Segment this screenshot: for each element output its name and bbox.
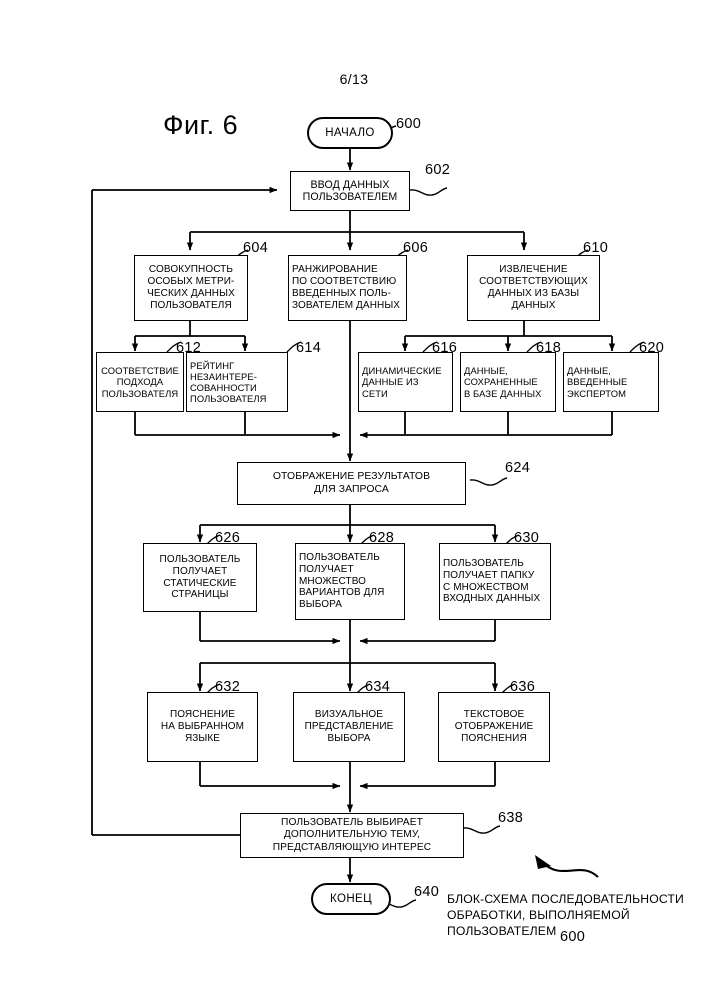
node-632-explanation-in-language[interactable]: ПОЯСНЕНИЕ НА ВЫБРАННОМ ЯЗЫКЕ <box>147 692 258 762</box>
node-610-label: ИЗВЛЕЧЕНИЕ СООТВЕТСТВУЮЩИХ ДАННЫХ ИЗ БАЗ… <box>479 264 588 311</box>
ref-634: 634 <box>365 679 391 695</box>
ref-618: 618 <box>536 340 562 356</box>
ref-624: 624 <box>505 460 531 476</box>
figure-caption-ref: 600 <box>560 929 586 945</box>
node-612-label: СООТВЕТСТВИЕ ПОДХОДА ПОЛЬЗОВАТЕЛЯ <box>101 365 179 399</box>
node-624-display-query-results[interactable]: ОТОБРАЖЕНИЕ РЕЗУЛЬТАТОВ ДЛЯ ЗАПРОСА <box>237 462 466 505</box>
ref-628: 628 <box>369 530 395 546</box>
node-610-database-retrieval[interactable]: ИЗВЛЕЧЕНИЕ СООТВЕТСТВУЮЩИХ ДАННЫХ ИЗ БАЗ… <box>467 255 600 321</box>
node-604-user-metrics-set[interactable]: СОВОКУПНОСТЬ ОСОБЫХ МЕТРИ- ЧЕСКИХ ДАННЫХ… <box>134 255 248 321</box>
node-602-user-data-input[interactable]: ВВОД ДАННЫХ ПОЛЬЗОВАТЕЛЕМ <box>290 171 410 211</box>
node-606-label: РАНЖИРОВАНИЕ ПО СООТВЕТСТВИЮ ВВЕДЕННЫХ П… <box>292 264 401 311</box>
ref-640: 640 <box>414 884 440 900</box>
node-628-label: ПОЛЬЗОВАТЕЛЬ ПОЛУЧАЕТ МНОЖЕСТВО ВАРИАНТО… <box>299 552 385 611</box>
node-602-label: ВВОД ДАННЫХ ПОЛЬЗОВАТЕЛЕМ <box>302 178 398 204</box>
node-636-text-explanation[interactable]: ТЕКСТОВОЕ ОТОБРАЖЕНИЕ ПОЯСНЕНИЯ <box>438 692 550 762</box>
node-614-label: РЕЙТИНГ НЕЗАИНТЕРЕ- СОВАННОСТИ ПОЛЬЗОВАТ… <box>190 359 267 405</box>
ref-638: 638 <box>498 810 524 826</box>
node-626-label: ПОЛЬЗОВАТЕЛЬ ПОЛУЧАЕТ СТАТИЧЕСКИЕ СТРАНИ… <box>159 553 241 601</box>
node-604-label: СОВОКУПНОСТЬ ОСОБЫХ МЕТРИ- ЧЕСКИХ ДАННЫХ… <box>147 264 235 311</box>
ref-616: 616 <box>432 340 458 356</box>
node-636-label: ТЕКСТОВОЕ ОТОБРАЖЕНИЕ ПОЯСНЕНИЯ <box>454 709 534 744</box>
node-620-label: ДАННЫЕ, ВВЕДЕННЫЕ ЭКСПЕРТОМ <box>567 365 628 399</box>
node-638-label: ПОЛЬЗОВАТЕЛЬ ВЫБИРАЕТ ДОПОЛНИТЕЛЬНУЮ ТЕМ… <box>272 817 432 853</box>
ref-626: 626 <box>215 530 241 546</box>
ref-614: 614 <box>296 340 322 356</box>
node-614-user-disinterest-rating[interactable]: РЕЙТИНГ НЕЗАИНТЕРЕ- СОВАННОСТИ ПОЛЬЗОВАТ… <box>186 352 288 412</box>
node-612-user-approach-match[interactable]: СООТВЕТСТВИЕ ПОДХОДА ПОЛЬЗОВАТЕЛЯ <box>96 352 184 412</box>
node-630-user-gets-folder[interactable]: ПОЛЬЗОВАТЕЛЬ ПОЛУЧАЕТ ПАПКУ С МНОЖЕСТВОМ… <box>439 543 551 620</box>
node-628-user-gets-options[interactable]: ПОЛЬЗОВАТЕЛЬ ПОЛУЧАЕТ МНОЖЕСТВО ВАРИАНТО… <box>295 543 405 620</box>
ref-636: 636 <box>510 679 536 695</box>
node-632-label: ПОЯСНЕНИЕ НА ВЫБРАННОМ ЯЗЫКЕ <box>160 709 245 744</box>
node-end-label: КОНЕЦ <box>330 893 372 905</box>
ref-604: 604 <box>243 240 269 256</box>
node-616-label: ДИНАМИЧЕСКИЕ ДАННЫЕ ИЗ СЕТИ <box>362 365 442 399</box>
page-number: 6/13 <box>339 71 369 87</box>
node-630-label: ПОЛЬЗОВАТЕЛЬ ПОЛУЧАЕТ ПАПКУ С МНОЖЕСТВОМ… <box>443 557 541 605</box>
node-634-visual-representation[interactable]: ВИЗУАЛЬНОЕ ПРЕДСТАВЛЕНИЕ ВЫБОРА <box>293 692 405 762</box>
node-620-expert-entered-data[interactable]: ДАННЫЕ, ВВЕДЕННЫЕ ЭКСПЕРТОМ <box>563 352 659 412</box>
node-638-user-selects-topic[interactable]: ПОЛЬЗОВАТЕЛЬ ВЫБИРАЕТ ДОПОЛНИТЕЛЬНУЮ ТЕМ… <box>240 813 464 858</box>
ref-630: 630 <box>514 530 540 546</box>
ref-606: 606 <box>403 240 429 256</box>
node-start-label: НАЧАЛО <box>325 127 375 139</box>
figure-caption: БЛОК-СХЕМА ПОСЛЕДОВАТЕЛЬНОСТИ ОБРАБОТКИ,… <box>447 892 684 939</box>
ref-620: 620 <box>639 340 665 356</box>
node-616-dynamic-network-data[interactable]: ДИНАМИЧЕСКИЕ ДАННЫЕ ИЗ СЕТИ <box>358 352 453 412</box>
node-634-label: ВИЗУАЛЬНОЕ ПРЕДСТАВЛЕНИЕ ВЫБОРА <box>304 709 394 744</box>
node-626-user-gets-static-pages[interactable]: ПОЛЬЗОВАТЕЛЬ ПОЛУЧАЕТ СТАТИЧЕСКИЕ СТРАНИ… <box>143 543 257 612</box>
figure-label: Фиг. 6 <box>163 110 239 140</box>
node-624-label: ОТОБРАЖЕНИЕ РЕЗУЛЬТАТОВ ДЛЯ ЗАПРОСА <box>272 471 431 495</box>
node-618-label: ДАННЫЕ, СОХРАНЕННЫЕ В БАЗЕ ДАННЫХ <box>464 365 542 399</box>
ref-600-start: 600 <box>396 116 422 132</box>
node-618-stored-database-data[interactable]: ДАННЫЕ, СОХРАНЕННЫЕ В БАЗЕ ДАННЫХ <box>460 352 556 412</box>
node-end[interactable]: КОНЕЦ <box>311 883 391 915</box>
ref-602: 602 <box>425 162 451 178</box>
node-606-relevance-ranking[interactable]: РАНЖИРОВАНИЕ ПО СООТВЕТСТВИЮ ВВЕДЕННЫХ П… <box>288 255 407 321</box>
node-start[interactable]: НАЧАЛО <box>307 117 393 149</box>
ref-632: 632 <box>215 679 241 695</box>
ref-610: 610 <box>583 240 609 256</box>
